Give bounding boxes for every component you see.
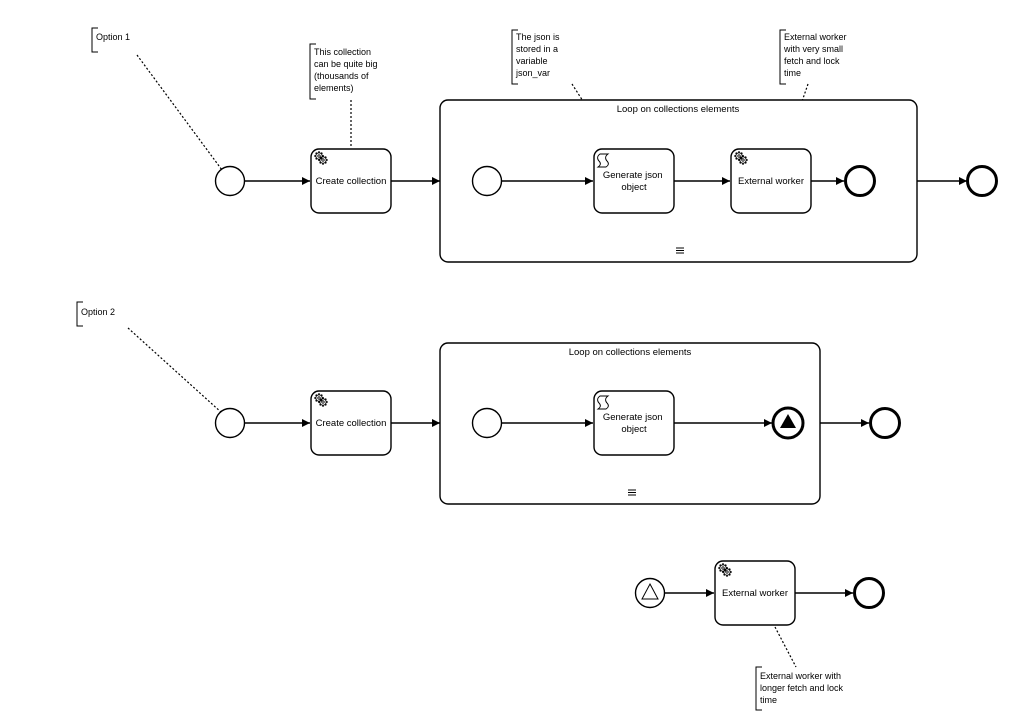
task-label: External worker bbox=[738, 176, 804, 187]
long-worker-note: External worker with longer fetch and lo… bbox=[755, 666, 846, 711]
collection-note: This collection can be quite big (thousa… bbox=[309, 43, 380, 100]
worker-note: External worker with very small fetch an… bbox=[779, 29, 849, 85]
end-event[interactable] bbox=[853, 577, 885, 609]
external-worker-task[interactable]: External worker bbox=[730, 148, 812, 214]
worker-note-text: External worker with very small fetch an… bbox=[783, 32, 849, 78]
json-note: The json is stored in a variable json_va… bbox=[511, 29, 562, 85]
sub-start-event[interactable] bbox=[471, 165, 503, 197]
start-event[interactable] bbox=[214, 407, 246, 439]
option1-note-text: Option 1 bbox=[96, 32, 130, 42]
sequential-multi-instance-icon bbox=[676, 247, 684, 254]
subprocess-title: Loop on collections elements bbox=[617, 104, 740, 115]
signal-start-event[interactable] bbox=[634, 577, 666, 609]
signal-start-icon bbox=[641, 582, 659, 600]
option2-note-text: Option 2 bbox=[81, 307, 115, 317]
association-line bbox=[774, 626, 797, 668]
task-label: External worker bbox=[722, 588, 788, 599]
long-worker-note-text: External worker with longer fetch and lo… bbox=[760, 671, 846, 705]
task-label: Generate json object bbox=[603, 412, 665, 435]
task-label: Create collection bbox=[316, 176, 387, 187]
end-event[interactable] bbox=[869, 407, 901, 439]
task-label: Generate json object bbox=[603, 170, 665, 193]
generate-json-task[interactable]: Generate json object bbox=[593, 148, 675, 214]
generate-json-task[interactable]: Generate json object bbox=[593, 390, 675, 456]
option2-note: Option 2 bbox=[76, 301, 115, 327]
sequential-multi-instance-icon bbox=[628, 489, 636, 496]
collection-note-text: This collection can be quite big (thousa… bbox=[314, 47, 380, 93]
task-label: Create collection bbox=[316, 418, 387, 429]
sub-end-event[interactable] bbox=[844, 165, 876, 197]
option1-note: Option 1 bbox=[91, 27, 130, 53]
create-collection-task[interactable]: Create collection bbox=[310, 390, 392, 456]
start-event[interactable] bbox=[214, 165, 246, 197]
create-collection-task[interactable]: Create collection bbox=[310, 148, 392, 214]
end-event[interactable] bbox=[966, 165, 998, 197]
signal-end-icon bbox=[780, 414, 796, 428]
association-line bbox=[571, 83, 614, 149]
sub-start-event[interactable] bbox=[471, 407, 503, 439]
script-icon bbox=[596, 395, 610, 410]
subprocess-title: Loop on collections elements bbox=[569, 347, 692, 358]
association-line bbox=[127, 327, 223, 414]
external-worker-task[interactable]: External worker bbox=[714, 560, 796, 626]
json-note-text: The json is stored in a variable json_va… bbox=[515, 32, 562, 78]
signal-end-event[interactable] bbox=[771, 406, 805, 440]
script-icon bbox=[596, 153, 610, 168]
association-line bbox=[136, 54, 223, 171]
